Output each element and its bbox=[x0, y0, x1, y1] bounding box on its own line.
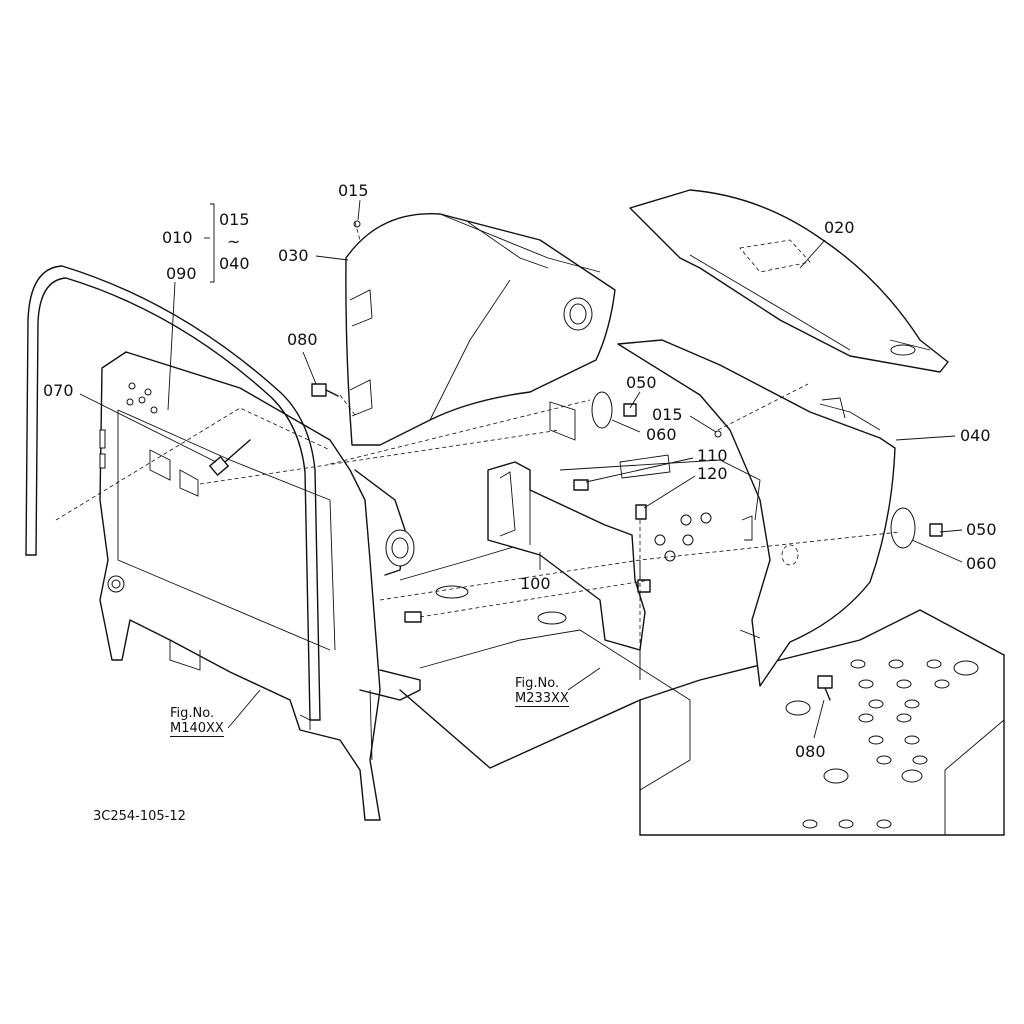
top-panel bbox=[629, 189, 949, 373]
fig-ref-m140-label: Fig.No. bbox=[170, 706, 215, 721]
frame-base bbox=[399, 544, 691, 791]
floor-perforation bbox=[888, 659, 904, 669]
drawing-code: 3C254-105-12 bbox=[93, 809, 186, 824]
label-060-lower: 060 bbox=[966, 554, 997, 573]
floor-perforation bbox=[838, 819, 854, 829]
floor-perforation bbox=[912, 755, 928, 765]
assembly-lines bbox=[55, 221, 901, 680]
fig-ref-m233-label: Fig.No. bbox=[515, 676, 560, 691]
floor-large-hole bbox=[823, 768, 849, 784]
label-050-lower: 050 bbox=[966, 520, 997, 539]
hardware bbox=[209, 220, 943, 701]
floor-perforation bbox=[904, 735, 920, 745]
label-020: 020 bbox=[824, 218, 855, 237]
floor-plate bbox=[639, 609, 1005, 836]
fig-ref-m140-number: M140XX bbox=[170, 721, 224, 737]
fig-ref-m233: Fig.No. M233XX bbox=[515, 676, 569, 707]
floor-perforation bbox=[904, 699, 920, 709]
label-080-lower: 080 bbox=[795, 742, 826, 761]
label-group-tilde: ~ bbox=[227, 232, 241, 251]
floor-perforation bbox=[858, 713, 874, 723]
label-060-upper: 060 bbox=[646, 425, 677, 444]
floor-perforation bbox=[802, 819, 818, 829]
side-cover-lh bbox=[345, 213, 616, 446]
floor-perforation bbox=[876, 819, 892, 829]
label-group-to: 040 bbox=[219, 254, 250, 273]
label-090: 090 bbox=[166, 264, 197, 283]
floor-large-hole bbox=[901, 769, 923, 783]
label-110: 110 bbox=[697, 446, 728, 465]
label-015-mid: 015 bbox=[652, 405, 683, 424]
label-080-upper: 080 bbox=[287, 330, 318, 349]
window-seal bbox=[25, 265, 321, 721]
label-015-top: 015 bbox=[338, 181, 369, 200]
floor-perforation bbox=[896, 679, 912, 689]
floor-perforation bbox=[876, 755, 892, 765]
floor-perforation bbox=[868, 735, 884, 745]
label-040: 040 bbox=[960, 426, 991, 445]
label-group-from: 015 bbox=[219, 210, 250, 229]
center-frame bbox=[559, 454, 761, 562]
label-120: 120 bbox=[697, 464, 728, 483]
floor-perforation bbox=[926, 659, 942, 669]
side-cover-rh bbox=[617, 339, 896, 687]
floor-large-hole bbox=[785, 700, 811, 716]
label-050-upper: 050 bbox=[626, 373, 657, 392]
leader-lines bbox=[79, 199, 963, 739]
floor-large-hole bbox=[953, 660, 979, 676]
fig-ref-m140: Fig.No. M140XX bbox=[170, 706, 224, 737]
label-070: 070 bbox=[43, 381, 74, 400]
floor-perforation bbox=[850, 659, 866, 669]
floor-perforation bbox=[934, 679, 950, 689]
label-010: 010 bbox=[162, 228, 193, 247]
label-100: 100 bbox=[520, 574, 551, 593]
duct-bracket bbox=[487, 461, 651, 651]
label-030: 030 bbox=[278, 246, 309, 265]
floor-perforation bbox=[896, 713, 912, 723]
floor-perforation bbox=[868, 699, 884, 709]
fig-ref-m233-number: M233XX bbox=[515, 691, 569, 707]
floor-perforation bbox=[858, 679, 874, 689]
